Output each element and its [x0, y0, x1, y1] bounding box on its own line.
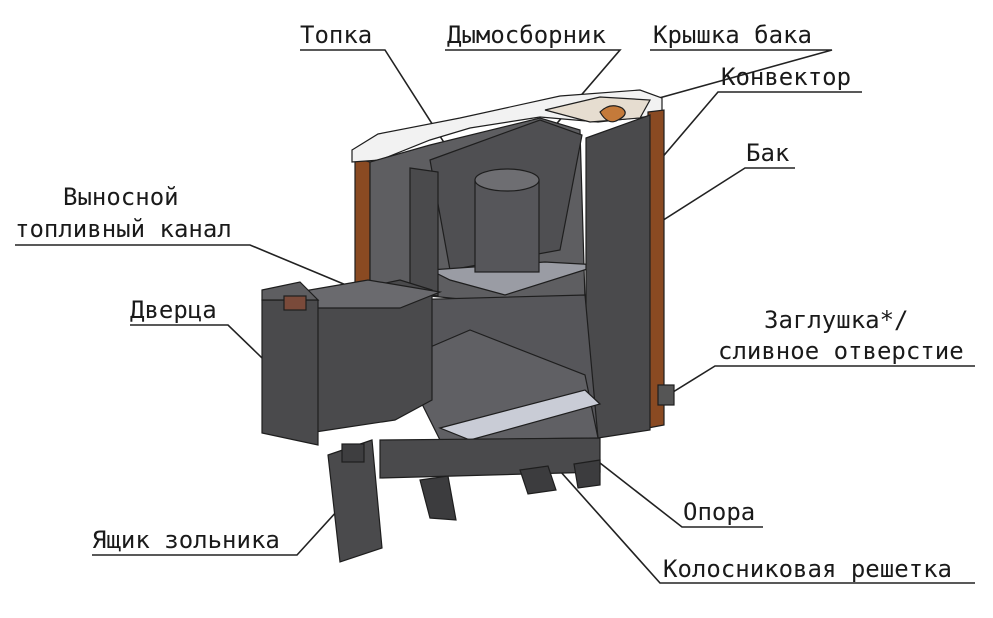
leader-zaglushka [664, 365, 975, 398]
label-topka: Топка [300, 21, 373, 49]
drain-plug [657, 384, 675, 406]
chimney-top [474, 168, 540, 192]
door-handle [283, 295, 307, 311]
label-dymosbornik: Дымосборник [447, 21, 606, 49]
leader-opora [599, 462, 763, 528]
tank-lid-stopper [599, 105, 626, 123]
leader-topka [300, 49, 453, 156]
leader-vynosnoy [15, 244, 359, 291]
leader-kolosnik [517, 423, 975, 584]
leader-kryshka [604, 49, 833, 114]
support-right [573, 459, 601, 489]
support-left [419, 475, 457, 521]
leader-konvektor [659, 91, 862, 161]
front-wall-lower [379, 437, 601, 479]
label-vynosnoy-1: Выносной [63, 183, 179, 211]
door [261, 299, 319, 446]
label-kolosnik: Колосниковая решетка [663, 555, 952, 583]
leader-bak [631, 167, 795, 241]
chimney-pipe [474, 179, 540, 273]
label-konvektor: Конвектор [721, 63, 852, 91]
grate [438, 389, 602, 441]
label-yashchik: Ящик зольника [92, 526, 280, 554]
water-tank [585, 114, 651, 439]
label-dvertsa: Дверца [130, 296, 217, 324]
label-bak: Бак [746, 139, 790, 167]
support-mid [519, 465, 557, 495]
stove-body [261, 89, 675, 563]
label-vynosnoy-2: топливный канал [15, 215, 232, 243]
convector-left [354, 157, 371, 291]
label-zaglushka-2: сливное отверстие [718, 337, 964, 365]
inner-partition [409, 167, 439, 297]
label-kryshka-baka: Крышка бака [653, 21, 812, 49]
ash-box-handle [341, 443, 365, 463]
label-zaglushka-1: Заглушка*/ [764, 306, 909, 334]
label-opora: Опора [683, 498, 756, 526]
